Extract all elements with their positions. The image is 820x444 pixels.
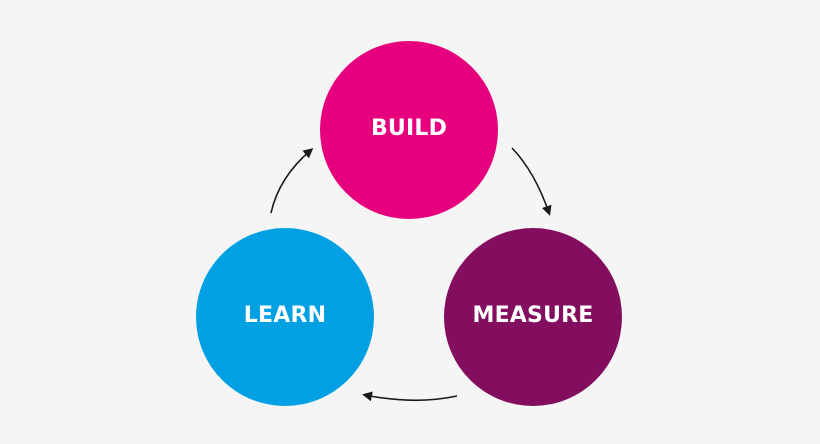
learn-circle: LEARN (196, 228, 374, 406)
arrow-measure-to-learn (362, 391, 458, 402)
build-circle: BUILD (320, 41, 498, 219)
arrow-learn-to-build (270, 148, 314, 214)
measure-label: MEASURE (472, 302, 594, 328)
measure-circle: MEASURE (444, 228, 622, 406)
build-label: BUILD (370, 115, 448, 141)
learn-label: LEARN (243, 302, 327, 328)
arrow-build-to-measure (511, 147, 552, 216)
